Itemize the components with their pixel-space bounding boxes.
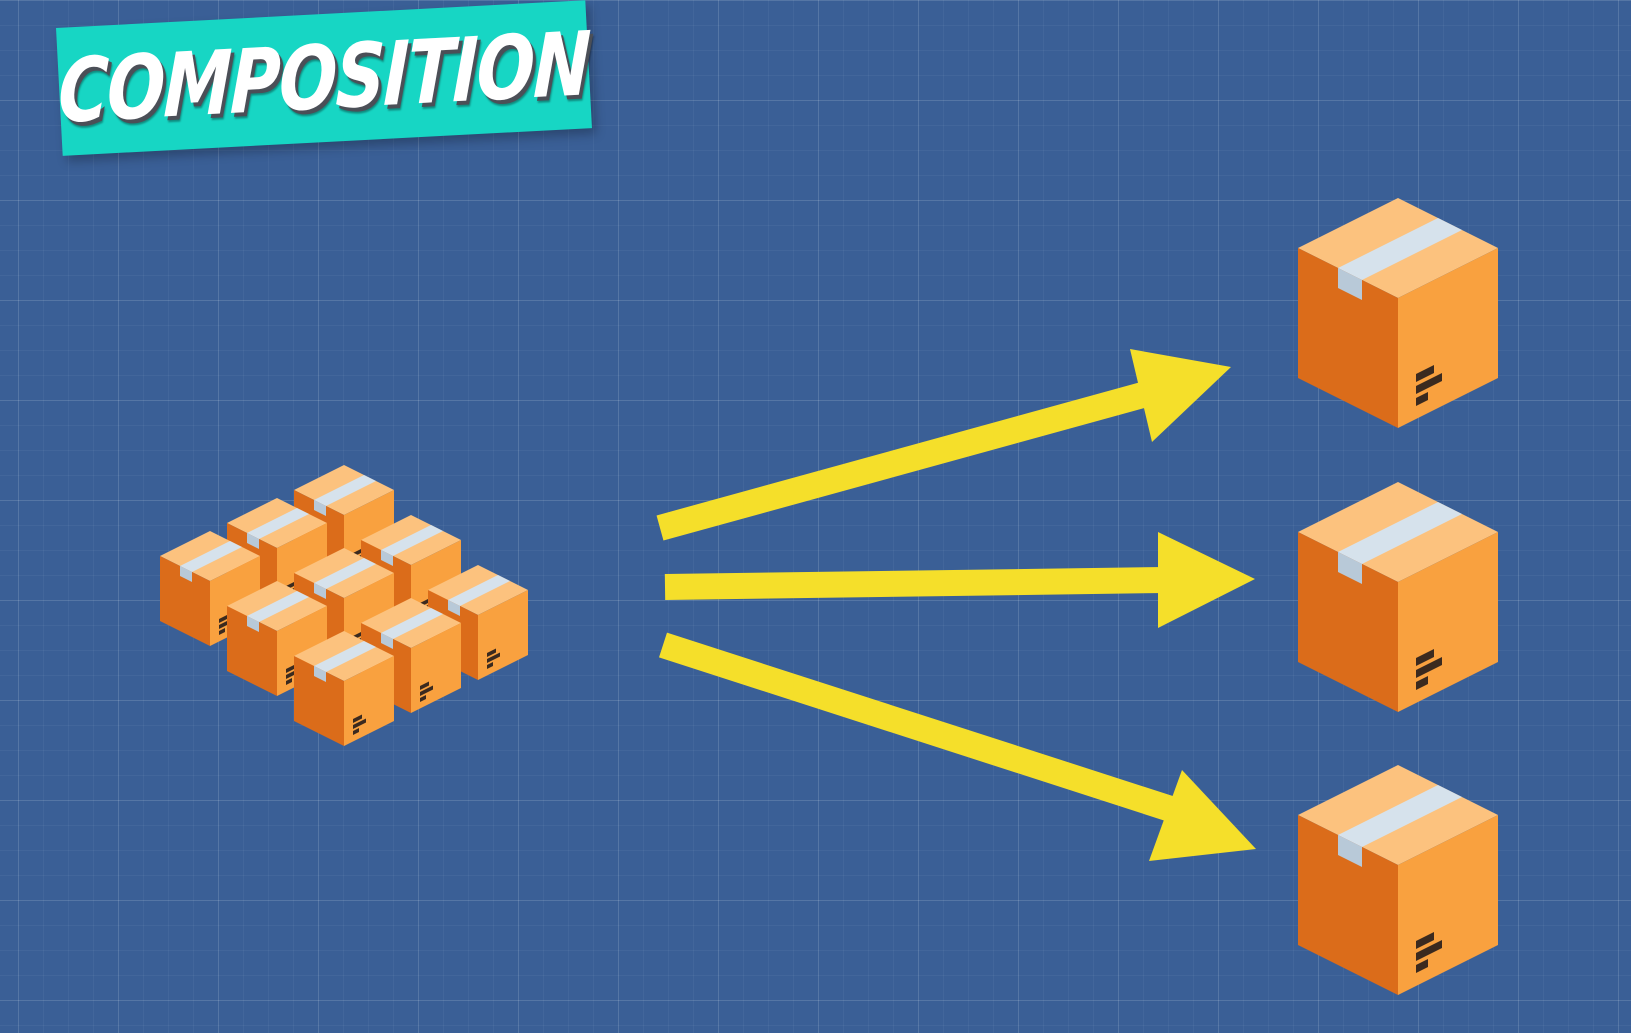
box-icon — [1298, 198, 1498, 428]
target-boxes — [1298, 198, 1498, 995]
arrow-bottom — [659, 632, 1256, 861]
arrow-middle — [664, 532, 1255, 628]
arrow-top — [656, 349, 1231, 541]
box-icon — [1298, 765, 1498, 995]
box-icon — [1298, 482, 1498, 712]
box-cluster-icon — [160, 465, 528, 746]
